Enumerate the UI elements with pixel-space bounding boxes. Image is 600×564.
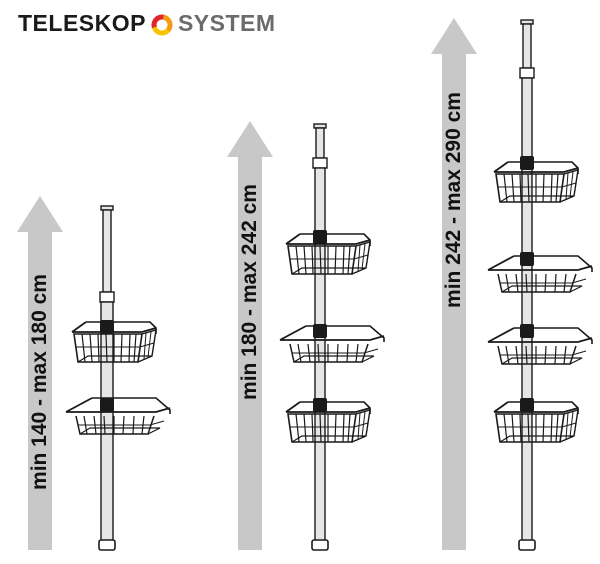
shower-caddy-medium (279, 123, 385, 551)
height-arrow-3 (431, 18, 477, 550)
brand-word-left: TELESKOP (18, 9, 146, 36)
brand-ring-icon (151, 14, 173, 36)
shower-caddy-short (65, 205, 171, 551)
height-arrow-2 (227, 121, 273, 550)
brand-word-right: SYSTEM (177, 9, 276, 36)
shower-caddy-tall (487, 19, 593, 551)
height-arrow-1 (17, 196, 63, 550)
brand-logo: TELESKOP SYSTEM (18, 8, 276, 38)
